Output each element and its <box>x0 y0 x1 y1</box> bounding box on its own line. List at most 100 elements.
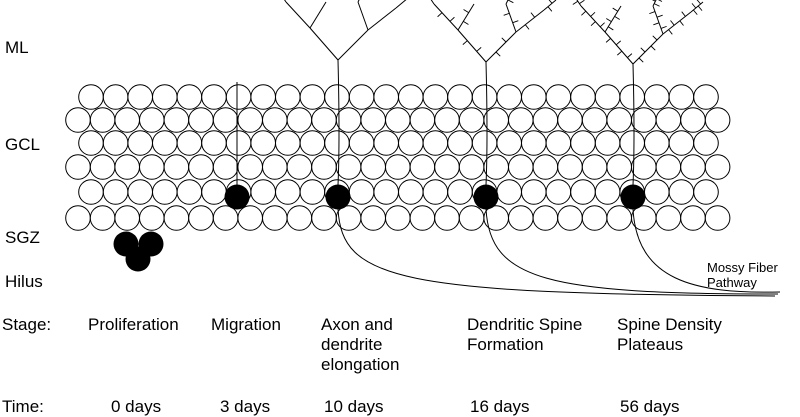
granule-cell <box>545 84 572 110</box>
granule-cell <box>65 205 91 231</box>
granule-neuron-16-days <box>473 184 499 210</box>
dendritic-spine <box>638 57 644 63</box>
granule-cell <box>89 107 116 133</box>
granule-cell <box>447 179 473 205</box>
mossy-fiber-pathway-label: Mossy Fiber Pathway <box>707 260 778 290</box>
granule-cell <box>201 130 227 156</box>
granule-cell <box>373 130 400 156</box>
granule-neuron-56-days <box>620 184 646 210</box>
granule-cell <box>360 205 387 231</box>
dendrite-branch <box>505 0 509 5</box>
granule-cell <box>188 205 214 231</box>
dendritic-spine <box>463 9 469 14</box>
granule-cell <box>127 84 153 110</box>
dendritic-spine <box>605 38 611 43</box>
granule-cell <box>655 107 682 133</box>
stage-label-proliferation: Proliferation <box>88 315 179 334</box>
granule-cell <box>114 205 140 231</box>
granule-cell <box>619 84 646 110</box>
granule-cell <box>139 205 165 231</box>
dendritic-spine <box>627 53 633 58</box>
dendrite-branch <box>357 0 360 3</box>
granule-cell <box>89 154 116 180</box>
granule-cell <box>594 130 621 156</box>
dendrite-branch <box>395 0 407 9</box>
granule-cell <box>65 154 91 180</box>
granule-cell <box>581 154 608 180</box>
granule-cell <box>275 179 301 205</box>
granule-cell <box>644 130 670 156</box>
granule-cell <box>360 154 387 180</box>
dendrite-branch <box>652 0 657 7</box>
dendrite-branch <box>309 1 327 29</box>
granule-cell <box>237 154 263 180</box>
granule-cell <box>286 205 313 231</box>
granule-cell <box>409 205 436 231</box>
granule-cell <box>409 154 436 180</box>
granule-cell <box>594 179 621 205</box>
granule-cell <box>668 130 695 156</box>
granule-cell <box>102 179 129 205</box>
granule-cell <box>508 205 534 231</box>
granule-cell <box>631 107 657 133</box>
granule-cell <box>483 154 510 180</box>
time-label-56-days: 56 days <box>620 397 680 416</box>
dendritic-spine <box>693 9 698 15</box>
dendritic-spine <box>590 21 596 27</box>
dendrite-branch <box>457 3 475 31</box>
granule-cell <box>409 107 436 133</box>
time-row-label: Time: <box>2 397 44 416</box>
granule-cell <box>176 84 203 110</box>
granule-cell <box>680 154 706 180</box>
granule-cell <box>201 179 227 205</box>
dendrite-branch <box>337 29 369 61</box>
dendritic-spine <box>660 25 667 29</box>
dendrite-16-days <box>485 61 488 186</box>
granule-cell <box>311 154 337 180</box>
granule-cell <box>127 130 153 156</box>
granule-cell <box>496 179 523 205</box>
migrating-neuron <box>224 184 250 210</box>
granule-cell <box>398 130 424 156</box>
granule-cell <box>545 179 572 205</box>
granule-cell <box>570 179 596 205</box>
granule-cell <box>619 130 646 156</box>
granule-cell <box>176 179 203 205</box>
granule-cell <box>557 107 583 133</box>
granule-cell <box>644 84 670 110</box>
granule-cell <box>324 130 350 156</box>
granule-cell <box>385 154 411 180</box>
granule-cell <box>385 107 411 133</box>
dendritic-spine <box>697 5 703 11</box>
dendritic-spine <box>653 3 660 7</box>
dendritic-spine <box>449 16 455 22</box>
dendritic-spine <box>679 20 684 26</box>
dendritic-spine <box>650 45 656 51</box>
dendritic-spine <box>581 10 587 16</box>
dendrite-branch <box>543 0 557 11</box>
dendritic-spine <box>590 11 596 17</box>
granule-cell <box>139 107 165 133</box>
granule-cell <box>78 179 104 205</box>
granule-cell <box>250 84 277 110</box>
dendrite-branch <box>284 0 287 3</box>
granule-cell <box>152 84 178 110</box>
granule-cell <box>680 205 706 231</box>
dendrite-10-days <box>337 59 340 186</box>
granule-cell <box>237 205 263 231</box>
dendritic-spine <box>463 20 469 25</box>
granule-cell <box>693 130 719 156</box>
dendritic-spine <box>476 47 482 52</box>
dendrite-branch <box>604 31 634 65</box>
granule-neuron-10-days <box>325 184 351 210</box>
granule-cell <box>225 130 252 156</box>
granule-cell <box>127 179 153 205</box>
dendritic-spine <box>668 29 673 35</box>
granule-cell <box>434 107 460 133</box>
dendrite-branch <box>285 1 311 29</box>
dendritic-spine <box>437 12 443 18</box>
granule-cell <box>212 205 239 231</box>
dendritic-spine <box>657 0 663 2</box>
dendritic-spine <box>495 51 501 57</box>
